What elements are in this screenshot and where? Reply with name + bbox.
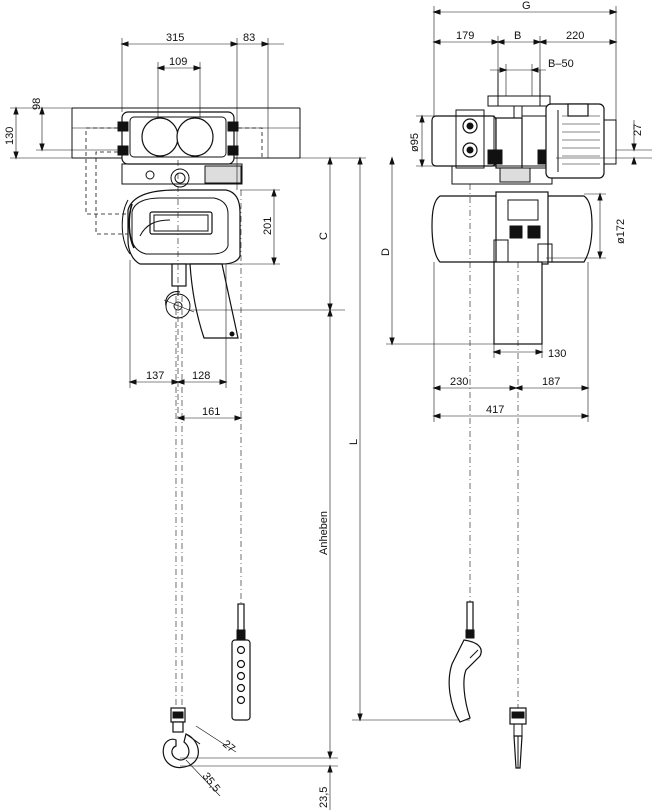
dim-201: 201 [262,217,274,235]
dim-L: L [348,439,360,445]
hoist-body-side [431,191,593,265]
side-view [431,70,617,769]
dim-161: 161 [202,406,220,418]
dim-179: 179 [456,30,474,42]
dim-315: 315 [166,32,184,44]
dim-B-50: B–50 [548,58,574,70]
side-view-dimensions: G 179 B 220 B–50 ø95 27 [380,0,652,422]
hoist-body [121,189,241,265]
dim-98: 98 [31,98,43,110]
dim-D: D [380,248,392,256]
dim-109: 109 [169,56,187,68]
motor-icon [545,103,617,179]
chain-bag [189,263,239,339]
dim-27-right: 27 [632,124,644,136]
dim-417: 417 [486,404,504,416]
hook-icon [162,707,201,769]
dim-27-hook: 27 [220,738,237,755]
front-view [71,107,301,769]
dim-anheben: Anheben [318,511,330,555]
hook-side [509,707,527,769]
dim-C: C [318,232,330,240]
dim-B: B [514,30,521,42]
dim-130-left: 130 [4,127,16,145]
dim-187: 187 [542,376,560,388]
trolley-wheel-icon [431,109,497,169]
dim-230: 230 [450,376,468,388]
pendant-control-icon [231,603,251,721]
dim-83: 83 [243,32,255,44]
dim-137: 137 [146,370,164,382]
dim-G: G [522,0,531,12]
dim-d172: ø172 [615,219,627,244]
dim-128: 128 [192,370,210,382]
dim-23-5: 23,5 [318,787,330,808]
hidden-outline [85,127,263,235]
trolley [117,111,243,188]
dim-130-right: 130 [548,348,566,360]
dim-220: 220 [566,30,584,42]
dim-d95: ø95 [409,133,421,152]
pendant-control-side [448,601,482,723]
upper-hook [163,263,195,319]
front-view-dimensions: 315 83 109 98 130 201 [4,32,470,810]
dim-35-5: 35,5 [200,770,223,794]
